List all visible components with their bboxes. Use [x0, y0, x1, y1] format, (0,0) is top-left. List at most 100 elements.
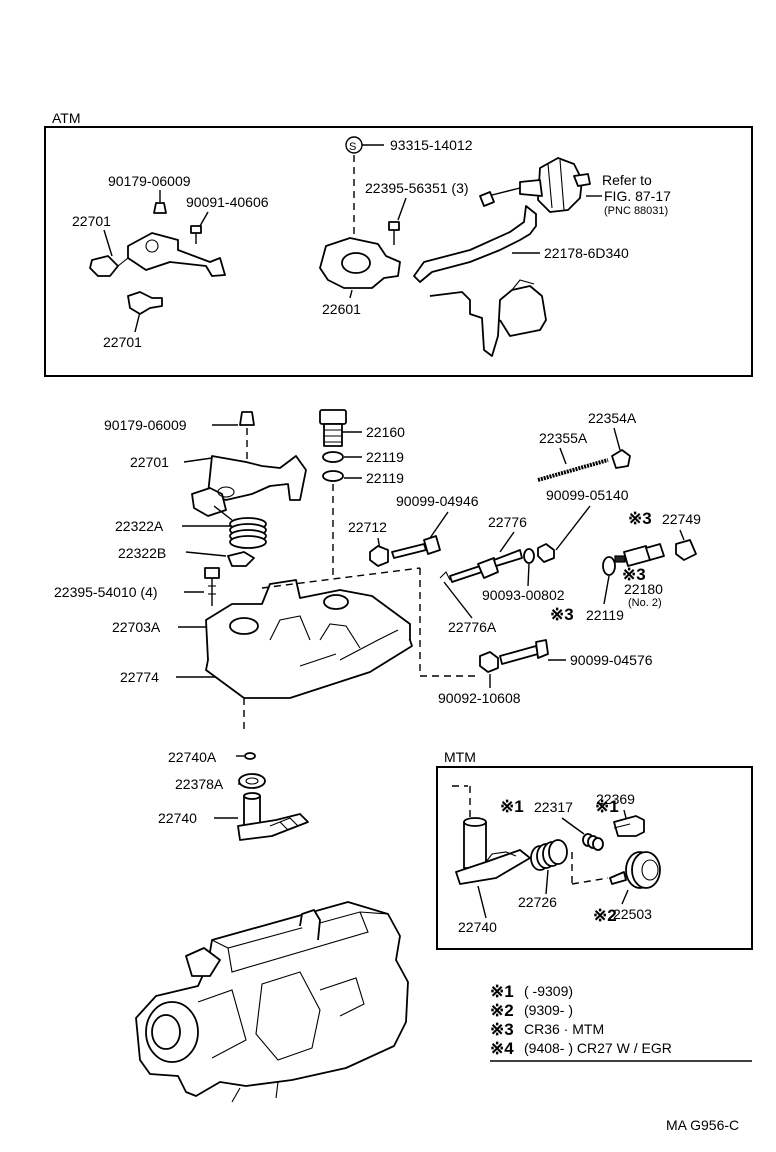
label-90099-04946: 90099-04946 [396, 493, 479, 509]
mtm-label-22740: 22740 [458, 919, 497, 935]
mtm-label-22726: 22726 [518, 894, 557, 910]
refer-line3: (PNC 88031) [604, 205, 668, 217]
bolt-22395-54010 [204, 567, 220, 606]
mtm-section-frame [436, 766, 753, 950]
label-22703a: 22703A [112, 619, 161, 635]
atm-section-frame [44, 126, 753, 377]
label-22776a: 22776A [448, 619, 497, 635]
cable-22355a [537, 458, 609, 482]
legend-mark-2: ※2 [490, 1001, 514, 1020]
legend-mark-4: ※4 [490, 1039, 514, 1058]
legend-mark-3: ※3 [490, 1020, 514, 1039]
nut-90179-atm [153, 202, 167, 214]
legend-text-2: (9309- ) [524, 1002, 573, 1018]
label-22378a: 22378A [175, 776, 224, 792]
label-22119-c: 22119 [586, 607, 624, 623]
refer-line1: Refer to [602, 172, 652, 188]
mark-3-b: ※3 [622, 565, 646, 584]
label-90093: 90093-00802 [482, 587, 565, 603]
dashpot-22740-mtm [455, 817, 531, 885]
label-22180: 22180 [624, 581, 663, 597]
mtm-mark-2: ※2 [593, 906, 617, 925]
label-22355a: 22355A [539, 430, 588, 446]
bolt-90099-04576 [499, 639, 549, 665]
figure-code: MA G956-C [666, 1117, 739, 1133]
refer-line2: FIG. 87-17 [604, 188, 671, 204]
label-22776: 22776 [488, 514, 527, 530]
label-22395-54010: 22395-54010 (4) [54, 584, 158, 600]
atm-label-22701-b: 22701 [103, 334, 142, 350]
cap-22354a [611, 449, 631, 469]
legend-text-1: ( -9309) [524, 983, 573, 999]
legend: ※1 ( -9309) ※2 (9309- ) ※3 CR36 · MTM ※4… [490, 982, 752, 1062]
actuator-22503 [609, 851, 661, 889]
spring-22317 [582, 833, 604, 851]
screw-90099-04946 [391, 535, 441, 559]
atm-label-22178: 22178-6D340 [544, 245, 629, 261]
label-22119-b: 22119 [366, 470, 404, 486]
nut-90099-05140 [537, 543, 555, 563]
nut-22712 [369, 545, 389, 567]
clip-22776a [439, 571, 451, 581]
bolt-22369 [613, 815, 645, 837]
mtm-mark-1-b: ※1 [500, 797, 524, 816]
mtm-section-title: MTM [444, 749, 476, 765]
spring-22322a [213, 505, 267, 549]
plug-22160 [319, 409, 347, 447]
mark-3-a: ※3 [628, 509, 652, 528]
atm-label-22701-a: 22701 [72, 213, 111, 229]
seal-22378a [238, 773, 266, 789]
label-22749: 22749 [662, 511, 701, 527]
washer-22119-a [322, 451, 344, 463]
atm-section-title: ATM [52, 110, 81, 126]
legend-mark-1: ※1 [490, 982, 514, 1001]
label-22701: 22701 [130, 454, 169, 470]
clip-22701-atm [127, 291, 163, 315]
atm-label-22601: 22601 [322, 301, 361, 317]
ring-22740a [244, 752, 256, 760]
label-90099-05140: 90099-05140 [546, 487, 629, 503]
mtm-label-22503: 22503 [613, 906, 652, 922]
label-22740a: 22740A [168, 749, 217, 765]
clip-22322b [227, 551, 255, 567]
cap-22749 [675, 539, 697, 561]
s-mark: S [349, 141, 356, 153]
washer-90093 [523, 548, 535, 564]
screw-22776 [449, 549, 523, 583]
legend-text-4: (9408- ) CR27 W / EGR [524, 1040, 672, 1056]
dashpot-22740 [237, 792, 309, 841]
screw-90091 [190, 225, 202, 244]
vacuum-actuator [479, 157, 591, 213]
label-22740: 22740 [158, 810, 197, 826]
mtm-label-22369: 22369 [596, 791, 635, 807]
mtm-label-22317: 22317 [534, 799, 573, 815]
washer-22119-b [322, 470, 344, 482]
label-22119-a: 22119 [366, 449, 404, 465]
nut-90179 [239, 411, 255, 426]
label-90092: 90092-10608 [438, 690, 521, 706]
injection-pump-illustration [135, 901, 409, 1103]
atm-label-90179: 90179-06009 [108, 173, 191, 189]
mtm-mark-1-a: ※1 [595, 797, 619, 816]
legend-text-3: CR36 · MTM [524, 1021, 604, 1037]
spring-22726 [530, 839, 568, 871]
label-22774: 22774 [120, 669, 159, 685]
atm-label-93315: 93315-14012 [390, 137, 473, 153]
lever-22701-atm [89, 232, 226, 277]
label-22180-sub: (No. 2) [628, 597, 662, 609]
label-22160: 22160 [366, 424, 405, 440]
link-22178 [413, 205, 547, 357]
label-90179: 90179-06009 [104, 417, 187, 433]
switch-22180 [614, 543, 665, 567]
label-22354a: 22354A [588, 410, 637, 426]
nut-90092 [479, 651, 499, 673]
lever-22701 [191, 455, 307, 517]
cover-22703a-22774 [205, 579, 413, 699]
label-22712: 22712 [348, 519, 387, 535]
label-90099-04576: 90099-04576 [570, 652, 653, 668]
bolt-22395-56351 [388, 221, 400, 245]
label-22322b: 22322B [118, 545, 166, 561]
atm-label-90091: 90091-40606 [186, 194, 269, 210]
bracket-22601 [319, 237, 401, 289]
